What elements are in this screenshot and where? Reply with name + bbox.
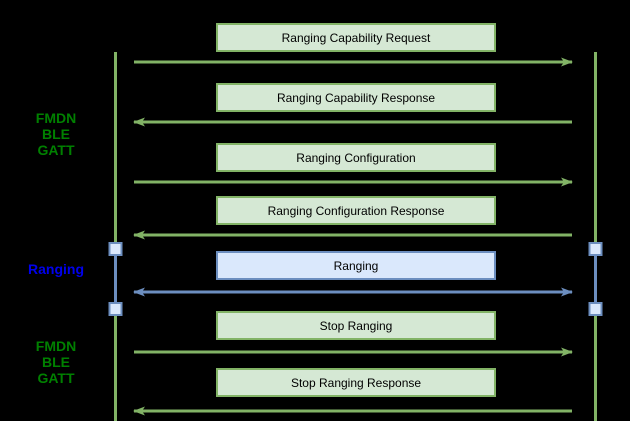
message-box-stop-ranging: Stop Ranging — [216, 311, 496, 340]
message-box-ranging: Ranging — [216, 251, 496, 280]
message-box-ranging-capability-response: Ranging Capability Response — [216, 83, 496, 112]
lifeline-left-handle-bottom — [108, 302, 123, 316]
message-box-stop-ranging-response: Stop Ranging Response — [216, 368, 496, 397]
section-label-line: BLE — [42, 126, 70, 142]
lifeline-left — [108, 52, 123, 421]
section-label-line: GATT — [37, 370, 75, 386]
section-label-line: BLE — [42, 354, 70, 370]
lifeline-right-handle-top — [588, 242, 603, 256]
message-box-label: Ranging Capability Response — [276, 90, 436, 105]
message-box-label: Stop Ranging — [319, 318, 393, 333]
message-box-label: Ranging Configuration — [296, 150, 416, 165]
message-box-label: Stop Ranging Response — [290, 375, 422, 390]
section-label-line: FMDN — [35, 338, 77, 354]
section-label-line: GATT — [37, 142, 75, 158]
message-box-ranging-configuration: Ranging Configuration — [216, 143, 496, 172]
message-box-label: Ranging Configuration Response — [267, 203, 445, 218]
section-label-line: FMDN — [35, 110, 77, 126]
section-label-ranging: Ranging — [28, 261, 84, 277]
message-box-ranging-capability-request: Ranging Capability Request — [216, 23, 496, 52]
section-label-line: Ranging — [28, 261, 84, 277]
message-box-label: Ranging — [333, 258, 379, 273]
lifeline-right-handle-bottom — [588, 302, 603, 316]
lifeline-left-handle-top — [108, 242, 123, 256]
lifeline-right — [588, 52, 603, 421]
message-box-label: Ranging Capability Request — [281, 30, 431, 45]
message-box-ranging-configuration-response: Ranging Configuration Response — [216, 196, 496, 225]
